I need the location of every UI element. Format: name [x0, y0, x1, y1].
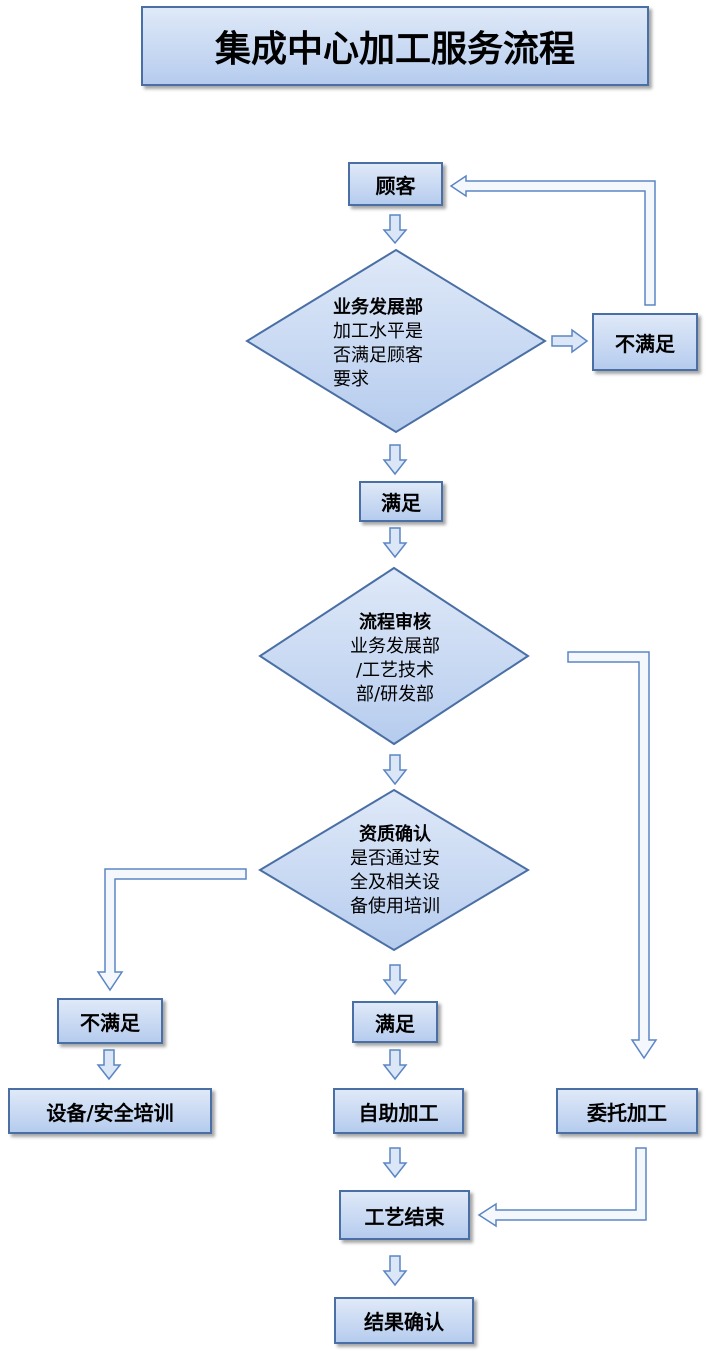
- node-satisfied-1: 满足: [359, 481, 443, 522]
- decision-diamond-business: [245, 248, 547, 434]
- node-self-processing: 自助加工: [333, 1088, 464, 1134]
- decision-review-heading: 流程审核: [359, 612, 431, 633]
- down-arrow-2: [382, 444, 408, 476]
- node-training: 设备/安全培训: [8, 1088, 212, 1134]
- decision-business-heading: 业务发展部: [333, 297, 423, 318]
- down-arrow-9: [382, 1255, 408, 1287]
- down-arrow-3: [382, 527, 408, 559]
- decision-qualification-line-1: 是否通过安: [350, 848, 440, 869]
- decision-business-line-3: 要求: [333, 369, 369, 390]
- decision-diamond-qualification: [258, 788, 530, 952]
- decision-qualification-line-3: 备使用培训: [350, 896, 440, 917]
- node-customer: 顾客: [348, 162, 443, 206]
- down-arrow-4: [382, 754, 408, 786]
- node-not-satisfied-2: 不满足: [57, 998, 163, 1044]
- node-not-satisfied-1: 不满足: [592, 313, 698, 371]
- right-arrow-not-satisfied: [551, 328, 589, 354]
- entrust-branch-arrow: [567, 651, 658, 1060]
- decision-qualification-line-2: 全及相关设: [350, 872, 440, 893]
- decision-business-text: 业务发展部 加工水平是 否满足顾客 要求: [333, 296, 423, 392]
- decision-review-line-3: 部/研发部: [355, 684, 435, 705]
- decision-qualification-heading: 资质确认: [359, 824, 431, 845]
- down-arrow-7: [382, 1049, 408, 1081]
- decision-review-line-1: 业务发展部: [350, 636, 440, 657]
- decision-business-line-2: 否满足顾客: [333, 345, 423, 366]
- down-arrow-6: [96, 1049, 122, 1081]
- loop-back-arrow: [449, 174, 656, 306]
- down-arrow-1: [382, 214, 408, 245]
- node-entrusted-processing: 委托加工: [556, 1088, 698, 1134]
- decision-review-line-2: /工艺技术: [355, 660, 435, 681]
- node-process-end: 工艺结束: [339, 1190, 470, 1240]
- down-arrow-5: [382, 964, 408, 996]
- entrust-to-end-arrow: [477, 1147, 647, 1228]
- decision-review-text: 流程审核 业务发展部 /工艺技术 部/研发部: [344, 611, 446, 707]
- unqualified-branch-arrow: [96, 868, 247, 992]
- decision-business-line-1: 加工水平是: [333, 321, 423, 342]
- page-title: 集成中心加工服务流程: [141, 6, 649, 86]
- node-satisfied-2: 满足: [352, 1001, 438, 1043]
- down-arrow-8: [382, 1147, 408, 1179]
- decision-diamond-review: [258, 566, 530, 746]
- decision-qualification-text: 资质确认 是否通过安 全及相关设 备使用培训: [344, 823, 446, 919]
- node-result-confirm: 结果确认: [334, 1297, 474, 1344]
